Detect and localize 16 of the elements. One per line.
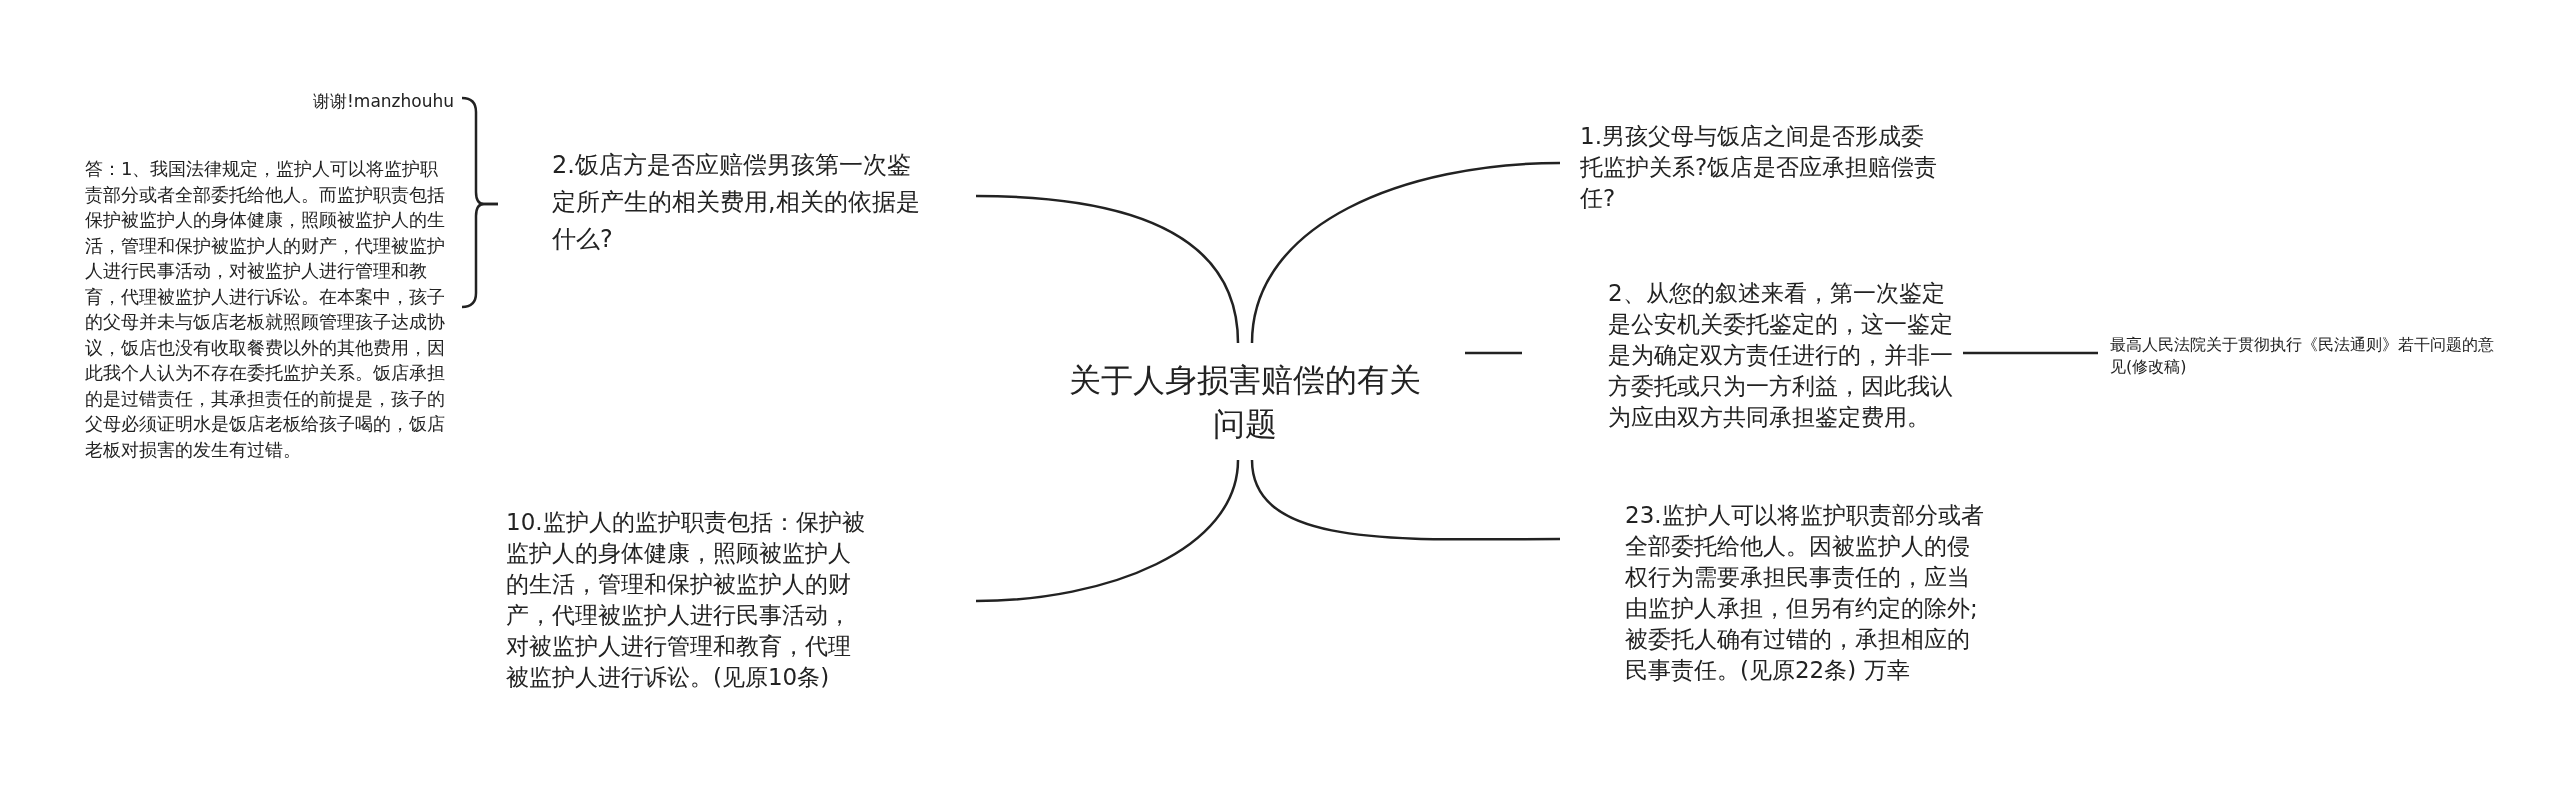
branch-line bbox=[1465, 351, 1522, 355]
branch-text: 2.饭店方是否应赔偿男孩第一次鉴定所产生的相关费用,相关的依据是什么? bbox=[552, 150, 921, 255]
branch-line bbox=[975, 194, 1240, 344]
note-text: 谢谢!manzhouhu bbox=[312, 90, 454, 113]
branch-text: 2、从您的叙述来看，第一次鉴定是公安机关委托鉴定的，这一鉴定是为确定双方责任进行的，并非一方委托或只为一方利益，因此我认为应由双方共同承担鉴定费用。 bbox=[1608, 278, 1954, 432]
note-text: 最高人民法院关于贯彻执行《民法通则》若干问题的意见(修改稿) bbox=[2110, 334, 2495, 378]
topic-text: 关于人身损害赔偿的有关问题 bbox=[1068, 359, 1422, 445]
branch-line bbox=[1250, 459, 1560, 541]
branch-text: 10.监护人的监护职责包括：保护被监护人的身体健康，照顾被监护人的生活，管理和保护被监护人的财产，代理被监护人进行民事活动，对被监护人进行管理和教育，代理被监护人进行诉讼。(见原10条) bbox=[506, 508, 866, 692]
branch-line bbox=[975, 459, 1240, 603]
branch-line bbox=[1250, 161, 1561, 344]
branch-line bbox=[1963, 351, 2098, 355]
note-text: 答：1、我国法律规定，监护人可以将监护职责部分或者全部委托给他人。而监护职责包括保护被监护人的身体健康，照顾被监护人的生活，管理和保护被监护人的财产，代理被监护人进行民事活动，对被监护人进行管理和教育，代理被监护人进行诉讼。在本案中，孩子的父母并未与饭店老板就照顾管理孩子达成协议，饭店也没有收取餐费以外的其他费用，因此我个人认为不存在委托监护关系。饭店承担的是过错责任，其承担责任的前提是，孩子的父母必须证明水是饭店老板给孩子喝的，饭店老板对损害的发生有过错。 bbox=[85, 157, 446, 462]
branch-text: 23.监护人可以将监护职责部分或者全部委托给他人。因被监护人的侵权行为需要承担民事责任的，应当由监护人承担，但另有约定的除外;被委托人确有过错的，承担相应的民事责任。(见原22条) 万幸 bbox=[1625, 500, 1985, 685]
branch-text: 1.男孩父母与饭店之间是否形成委托监护关系?饭店是否应承担赔偿责任? bbox=[1580, 121, 1939, 213]
brace-connector bbox=[461, 202, 498, 309]
